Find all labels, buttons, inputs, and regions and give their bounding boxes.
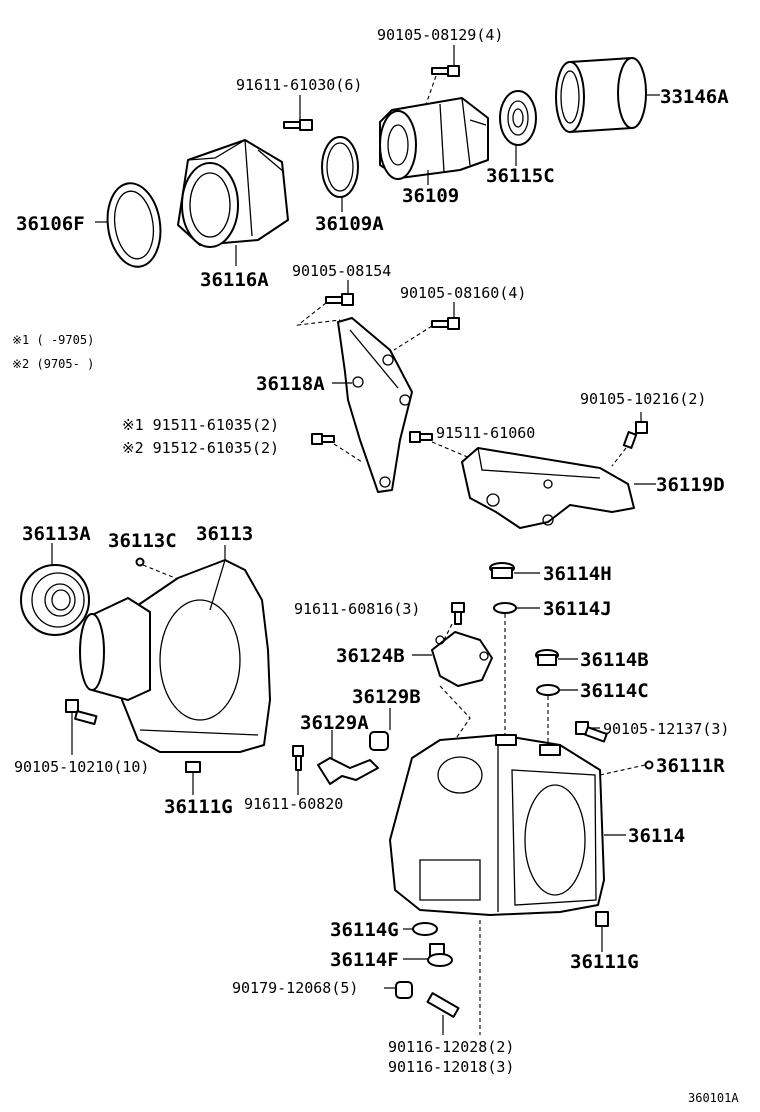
label-36111r: 36111R	[656, 755, 725, 777]
label-36111g-left: 36111G	[164, 796, 233, 818]
figure-ref: 360101A	[688, 1091, 739, 1105]
label-90105-08129: 90105-08129(4)	[377, 26, 503, 44]
bolt-91611-60816-icon	[451, 602, 465, 625]
cover-36124b-icon	[431, 631, 493, 687]
label-36113a: 36113A	[22, 523, 91, 545]
label-36114f: 36114F	[330, 949, 399, 971]
label-90105-12137: 90105-12137(3)	[603, 720, 729, 738]
stud-90116-icon	[426, 992, 460, 1018]
clamp-36129a-icon	[317, 757, 379, 785]
label-36114j: 36114J	[543, 598, 612, 620]
label-36114h: 36114H	[543, 563, 612, 585]
label-36118a: 36118A	[256, 373, 325, 395]
label-90105-10210: 90105-10210(10)	[14, 758, 149, 776]
bolt-90105-10216-icon	[622, 421, 648, 449]
pin-36111g-right-icon	[595, 911, 609, 927]
label-36129a: 36129A	[300, 712, 369, 734]
label-91611-60820: 91611-60820	[244, 795, 343, 813]
bolt-90105-08129-icon	[431, 65, 460, 77]
label-90105-08154: 90105-08154	[292, 262, 391, 280]
label-36114c: 36114C	[580, 680, 649, 702]
adapter-housing-36116a-icon	[177, 139, 289, 248]
label-91511-61060: 91511-61060	[436, 424, 535, 442]
washer-36114g-icon	[412, 922, 438, 936]
bearing-36113a-icon	[20, 564, 90, 636]
label-36114b: 36114B	[580, 649, 649, 671]
label-36111g-right: 36111G	[570, 951, 639, 973]
transfer-case-36113-icon	[79, 559, 271, 753]
label-36115c: 36115C	[486, 165, 555, 187]
label-90105-10216: 90105-10216(2)	[580, 390, 706, 408]
plug-36114b-icon	[535, 649, 559, 666]
label-36109a: 36109A	[315, 213, 384, 235]
label-91611-60816: 91611-60816(3)	[294, 600, 420, 618]
washer-36114c-icon	[536, 684, 560, 696]
label-36116a: 36116A	[200, 269, 269, 291]
label-90116-12018: 90116-12018(3)	[388, 1058, 514, 1076]
bolt-91511-61035-icon	[311, 433, 335, 445]
label-91511-61035: ※1 91511-61035(2)	[122, 416, 279, 434]
plug-36114h-icon	[489, 562, 515, 579]
label-91512-61035: ※2 91512-61035(2)	[122, 439, 279, 457]
sleeve-33146a-icon	[555, 57, 647, 133]
case-36114-icon	[389, 734, 605, 916]
note-2: ※2 (9705- )	[12, 357, 94, 371]
washer-36114j-icon	[493, 602, 517, 614]
bracket-36118a-icon	[337, 317, 413, 493]
label-36114g: 36114G	[330, 919, 399, 941]
label-36113: 36113	[196, 523, 253, 545]
bolt-91611-61030-icon	[283, 119, 313, 131]
label-36119d: 36119D	[656, 474, 725, 496]
extension-housing-36109-icon	[379, 97, 489, 180]
label-90105-08160: 90105-08160(4)	[400, 284, 526, 302]
label-36109: 36109	[402, 185, 459, 207]
o-ring-36109a-icon	[321, 136, 359, 198]
gasket-36106f-icon	[106, 182, 162, 268]
pin-36111g-left-icon	[185, 761, 201, 773]
label-33146a: 33146A	[660, 86, 729, 108]
oil-seal-36115c-icon	[499, 90, 537, 146]
label-36113c: 36113C	[108, 530, 177, 552]
note-1: ※1 ( -9705)	[12, 333, 94, 347]
label-90179-12068: 90179-12068(5)	[232, 979, 358, 997]
pin-36111r-icon	[644, 760, 654, 770]
label-91611-61030: 91611-61030(6)	[236, 76, 362, 94]
label-36114: 36114	[628, 825, 685, 847]
bolt-90105-08154-icon	[325, 293, 354, 306]
label-36124b: 36124B	[336, 645, 405, 667]
bolt-91511-61060-icon	[409, 431, 433, 443]
bracket-36119d-icon	[461, 447, 635, 529]
bolt-91611-60820-icon	[292, 745, 304, 771]
label-90116-12028: 90116-12028(2)	[388, 1038, 514, 1056]
spacer-36129b-icon	[369, 731, 389, 751]
plug-36114f-icon	[427, 943, 453, 967]
label-36106f: 36106F	[16, 213, 85, 235]
bolt-90105-10210-icon	[65, 699, 98, 726]
bolt-90105-08160-icon	[431, 317, 460, 330]
plug-36113c-icon	[135, 557, 145, 567]
label-36129b: 36129B	[352, 686, 421, 708]
bolt-90105-12137-icon	[575, 721, 608, 743]
nut-90179-12068-icon	[395, 981, 413, 999]
